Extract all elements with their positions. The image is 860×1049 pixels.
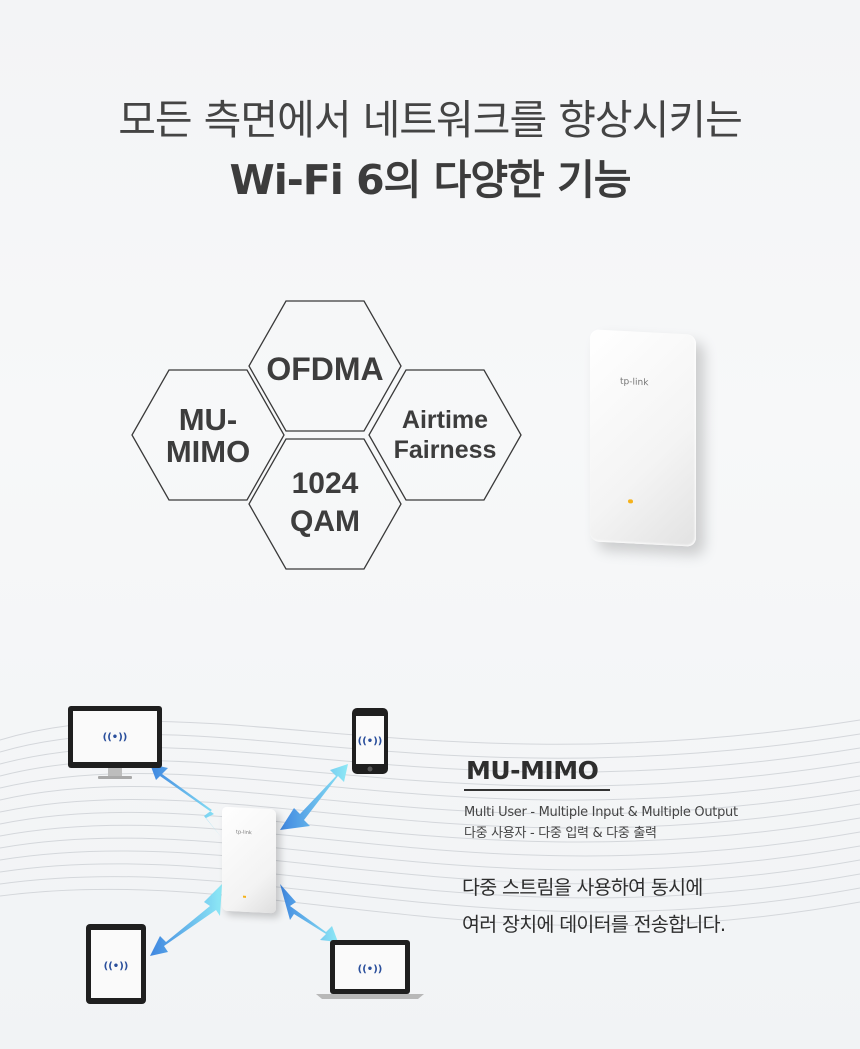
center-ap-led bbox=[243, 895, 246, 898]
smartphone-icon: ((•)) bbox=[352, 708, 388, 774]
arrow-to-phone bbox=[280, 764, 348, 830]
feature-description-line-2: 여러 장치에 데이터를 전송합니다. bbox=[462, 913, 726, 936]
headline-line-1: 모든 측면에서 네트워크를 향상시키는 bbox=[118, 96, 743, 144]
hexagon-airtime-fairness bbox=[368, 369, 522, 501]
hexagon-mu-mimo bbox=[131, 369, 285, 501]
access-point-product-image: tp-link bbox=[590, 329, 696, 547]
signal-arrows bbox=[150, 764, 348, 956]
center-ap-logo: tp-link bbox=[236, 829, 252, 837]
arrow-to-laptop bbox=[280, 884, 338, 942]
monitor-signal-icon: ((•)) bbox=[103, 732, 128, 743]
feature-description-line-1: 다중 스트림을 사용하여 동시에 bbox=[462, 876, 703, 899]
hexagon-label-qam: QAM bbox=[290, 505, 360, 538]
smartphone-signal-icon: ((•)) bbox=[358, 736, 383, 747]
hexagon-label-ofdma: OFDMA bbox=[266, 351, 383, 387]
arrow-to-tablet bbox=[150, 884, 222, 956]
tablet-signal-icon: ((•)) bbox=[104, 961, 129, 972]
tp-link-logo: tp-link bbox=[620, 376, 649, 389]
arrow-to-monitor bbox=[150, 764, 222, 838]
status-led bbox=[628, 499, 633, 504]
hexagon-label-1024: 1024 bbox=[292, 467, 359, 500]
mu-mimo-diagram: ((•)) ((•)) ((•)) ((•)) bbox=[0, 706, 860, 1004]
feature-title-underline bbox=[464, 789, 610, 791]
hexagon-label-mimo: MIMO bbox=[166, 434, 250, 469]
feature-subtitle-ko: 다중 사용자 - 다중 입력 & 다중 출력 bbox=[464, 826, 657, 841]
headline-line-2: Wi-Fi 6의 다양한 기능 bbox=[229, 156, 631, 204]
hexagon-label-fairness: Fairness bbox=[394, 436, 497, 464]
center-access-point: tp-link bbox=[222, 806, 276, 914]
hexagon-1024-qam bbox=[248, 438, 402, 570]
feature-subtitle-en: Multi User - Multiple Input & Multiple O… bbox=[464, 805, 738, 820]
laptop-icon: ((•)) bbox=[316, 940, 424, 999]
hexagon-label-airtime: Airtime bbox=[402, 406, 488, 434]
tablet-icon: ((•)) bbox=[86, 924, 146, 1004]
monitor-icon: ((•)) bbox=[68, 706, 162, 779]
feature-title: MU-MIMO bbox=[466, 756, 599, 785]
hexagon-label-mu: MU- bbox=[179, 402, 238, 437]
wifi6-feature-hexagons: OFDMA MU- MIMO Airtime Fairness 1024 QAM bbox=[131, 300, 522, 570]
laptop-signal-icon: ((•)) bbox=[358, 964, 383, 975]
hexagon-ofdma bbox=[248, 300, 402, 432]
